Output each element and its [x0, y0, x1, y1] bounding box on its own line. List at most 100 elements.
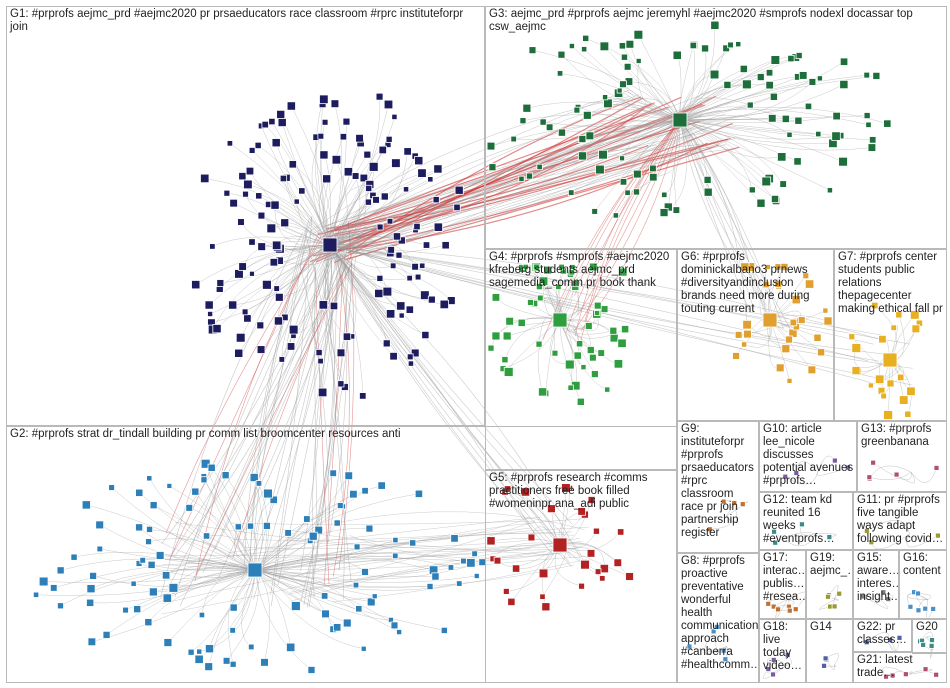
node-g3 [510, 135, 517, 143]
edge-cross-group [329, 244, 573, 568]
node-g1 [238, 172, 247, 181]
group-box-g3: G3: aejmc_prd #prprofs aejmc jeremyhl #a… [485, 6, 947, 249]
edge-g16 [918, 593, 932, 600]
node-g3 [839, 57, 849, 66]
edge-g2-g5 [349, 535, 561, 559]
node-g1 [269, 258, 279, 267]
edge-g1-g3 [347, 96, 642, 254]
edge-g1-g2 [308, 272, 338, 608]
hub-node-g1 [322, 237, 338, 253]
node-g3 [703, 175, 712, 184]
node-g3 [620, 53, 628, 61]
hub-node-g4 [552, 312, 568, 328]
node-g1 [421, 330, 430, 340]
node-g10 [831, 457, 838, 464]
node-g7 [867, 382, 874, 389]
edge-cross-group [329, 244, 571, 542]
node-g6 [732, 352, 740, 360]
group-label: G19: aejmc_… [810, 552, 852, 577]
node-g12 [771, 528, 777, 535]
node-g2 [196, 648, 203, 655]
node-g1 [235, 332, 246, 343]
node-g17 [792, 606, 799, 613]
edge-g3 [576, 100, 681, 121]
node-g2 [162, 593, 172, 603]
edge-cross-group [329, 244, 561, 521]
node-g4 [502, 331, 512, 341]
edge-g3 [679, 75, 804, 121]
node-g3 [633, 29, 644, 40]
node-g1 [245, 166, 255, 176]
edge-cross-group [329, 244, 885, 336]
node-g1 [191, 280, 201, 290]
node-g3 [649, 164, 657, 173]
edge-g2 [53, 563, 256, 589]
group-box-g11: G11: pr #prprofs five tangible ways adap… [853, 492, 947, 550]
node-g2 [392, 552, 399, 560]
edge-g2 [254, 473, 334, 571]
node-g3 [779, 180, 787, 188]
edge-g3 [627, 119, 681, 193]
edge-g13 [872, 462, 912, 481]
edge-g3 [549, 108, 681, 128]
node-g21 [889, 672, 896, 679]
edge-g2 [99, 548, 256, 571]
node-g1 [276, 109, 286, 119]
edge-g1 [329, 244, 432, 300]
node-g1 [322, 174, 332, 184]
edge-g1 [314, 137, 331, 246]
node-g1 [288, 324, 299, 335]
node-g11 [935, 532, 941, 539]
edge-g1 [324, 244, 346, 388]
edge-g1-g2 [306, 263, 350, 608]
node-g2 [38, 576, 49, 587]
node-g12 [826, 534, 833, 540]
node-g1 [237, 218, 245, 226]
group-label: G12: team kd reunited 16 weeks #eventpro… [763, 494, 835, 545]
node-g3 [709, 69, 720, 80]
node-g1 [270, 200, 280, 210]
edge-g5 [505, 491, 561, 546]
node-g3 [602, 94, 609, 101]
edge-g2 [254, 542, 413, 571]
edge-g2 [254, 553, 475, 571]
node-g2 [450, 534, 459, 543]
edge-cross-group [329, 244, 874, 345]
node-g1 [228, 300, 238, 310]
edge-g1 [212, 236, 331, 247]
node-g1 [392, 232, 402, 241]
node-g1 [385, 135, 393, 143]
edge-g3 [582, 119, 681, 157]
node-g2 [473, 573, 480, 579]
node-g3 [867, 143, 877, 152]
node-g12 [772, 539, 779, 546]
node-g2 [149, 501, 158, 510]
node-g2 [307, 666, 316, 674]
node-g4 [558, 263, 565, 271]
edge-g1 [293, 244, 331, 330]
edge-cross-group [679, 119, 784, 329]
node-g2 [229, 627, 236, 634]
node-g1 [410, 348, 420, 358]
node-g1 [317, 357, 324, 365]
node-g3 [770, 194, 780, 204]
edge-g3 [602, 119, 681, 156]
edge-g1-g2 [244, 229, 313, 565]
node-g5 [586, 549, 596, 558]
edge-g9 [726, 502, 737, 523]
edge-g1 [275, 142, 331, 246]
edge-g1 [278, 244, 331, 321]
node-g1 [376, 223, 384, 231]
node-g2 [86, 598, 95, 607]
edge-g4 [549, 319, 570, 365]
node-g4 [532, 263, 540, 271]
node-g1 [396, 301, 406, 311]
edge-cross-group [329, 244, 554, 556]
node-g3 [598, 149, 608, 160]
group-box-g19: G19: aejmc_… [806, 550, 853, 619]
group-label: G6: #prprofs dominickalbano3 prnews #div… [681, 251, 810, 315]
node-g11 [863, 527, 870, 534]
node-g7 [906, 386, 916, 396]
node-g5 [561, 483, 571, 493]
group-box-g21: G21: latest trade… [853, 652, 947, 683]
